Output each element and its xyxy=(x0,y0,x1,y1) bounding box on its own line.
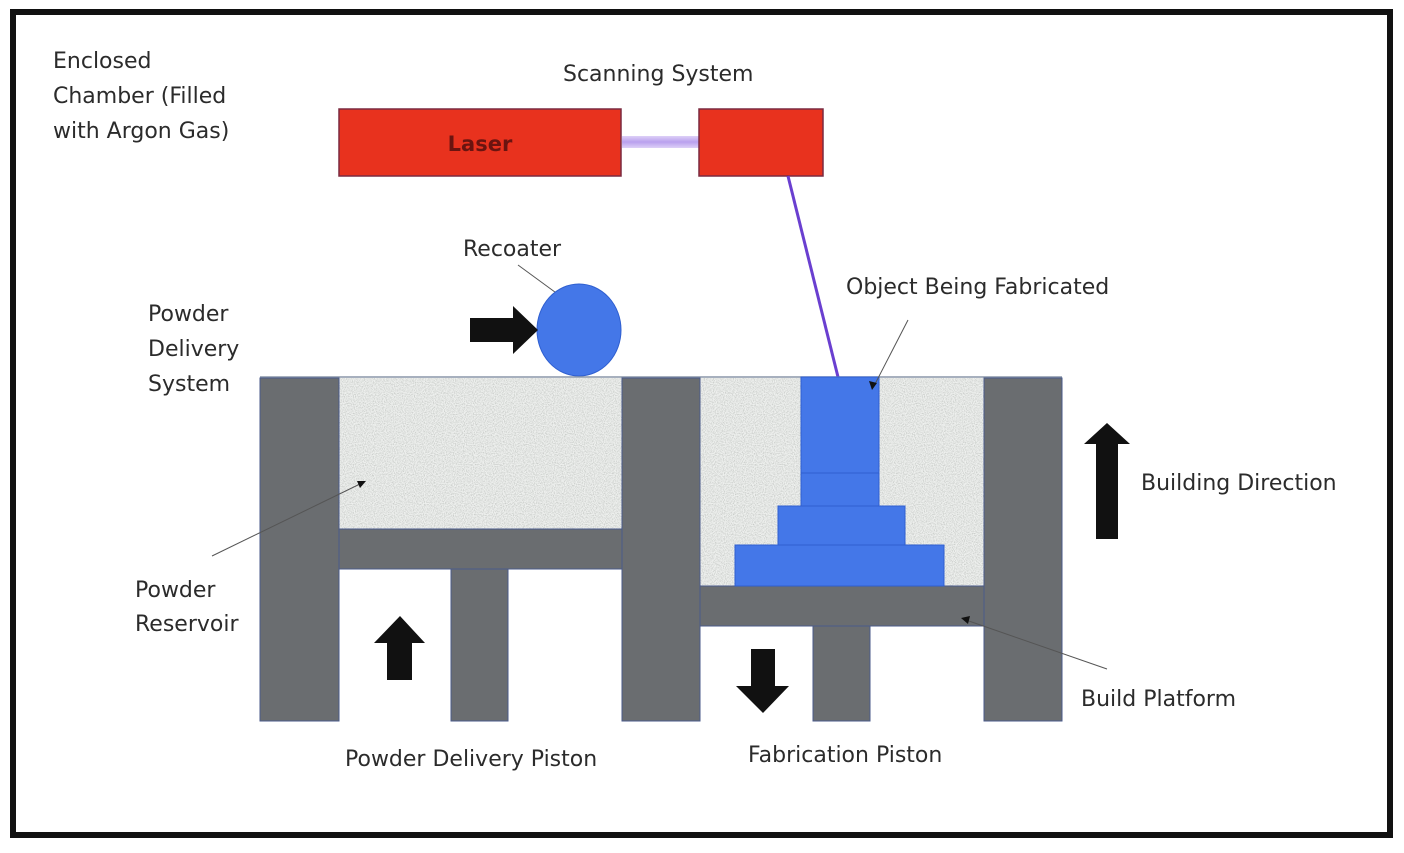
powder-reservoir-pointer xyxy=(211,483,361,557)
object-layer-top xyxy=(800,376,880,474)
powder-delivery-system-line-3: System xyxy=(148,372,230,397)
powder-delivery-piston-plate xyxy=(338,528,623,570)
powder-piston-up-arrow xyxy=(374,616,425,680)
build-platform-pointer xyxy=(965,619,1108,670)
building-direction-arrow xyxy=(1084,423,1130,539)
powder-reservoir-line-2: Reservoir xyxy=(135,612,239,637)
object-layer-base xyxy=(734,544,945,587)
laser-beam xyxy=(786,175,840,378)
powder-delivery-piston-rod xyxy=(450,568,509,722)
recoater-direction-arrow xyxy=(470,306,538,354)
scanning-system-label: Scanning System xyxy=(563,62,753,87)
object-layer-2 xyxy=(777,505,906,546)
object-layer-3 xyxy=(800,472,880,507)
recoater-roller xyxy=(536,283,622,377)
laser-box xyxy=(338,108,622,177)
powder-reservoir-pointer-head xyxy=(357,481,366,488)
recoater-label: Recoater xyxy=(463,237,562,262)
build-platform xyxy=(699,585,985,627)
left-outer-wall xyxy=(259,377,340,722)
scanner-box xyxy=(698,108,824,177)
powder-delivery-piston-label: Powder Delivery Piston xyxy=(345,747,597,772)
right-outer-wall xyxy=(983,377,1063,722)
laser-label: Laser xyxy=(448,132,513,156)
building-direction-label: Building Direction xyxy=(1141,471,1337,496)
fabrication-piston-down-arrow xyxy=(736,649,789,713)
chamber-label-line-1: Enclosed xyxy=(53,49,151,74)
laser-beam-glow xyxy=(622,136,699,148)
chamber-label-line-2: Chamber (Filled xyxy=(53,84,226,109)
powder-reservoir-line-1: Powder xyxy=(135,578,216,603)
powder-delivery-system-line-1: Powder xyxy=(148,302,229,327)
object-pointer xyxy=(873,319,909,387)
powder-delivery-system-line-2: Delivery xyxy=(148,337,239,362)
object-pointer-head xyxy=(869,381,877,390)
build-platform-pointer-head xyxy=(961,616,970,624)
middle-wall xyxy=(621,377,701,722)
fabrication-piston-label: Fabrication Piston xyxy=(748,743,942,768)
build-platform-label: Build Platform xyxy=(1081,687,1236,712)
object-being-fabricated-label: Object Being Fabricated xyxy=(846,275,1109,300)
powder-reservoir-texture xyxy=(339,378,622,529)
chamber-label-line-3: with Argon Gas) xyxy=(53,119,229,144)
fabrication-piston-rod xyxy=(812,625,871,722)
